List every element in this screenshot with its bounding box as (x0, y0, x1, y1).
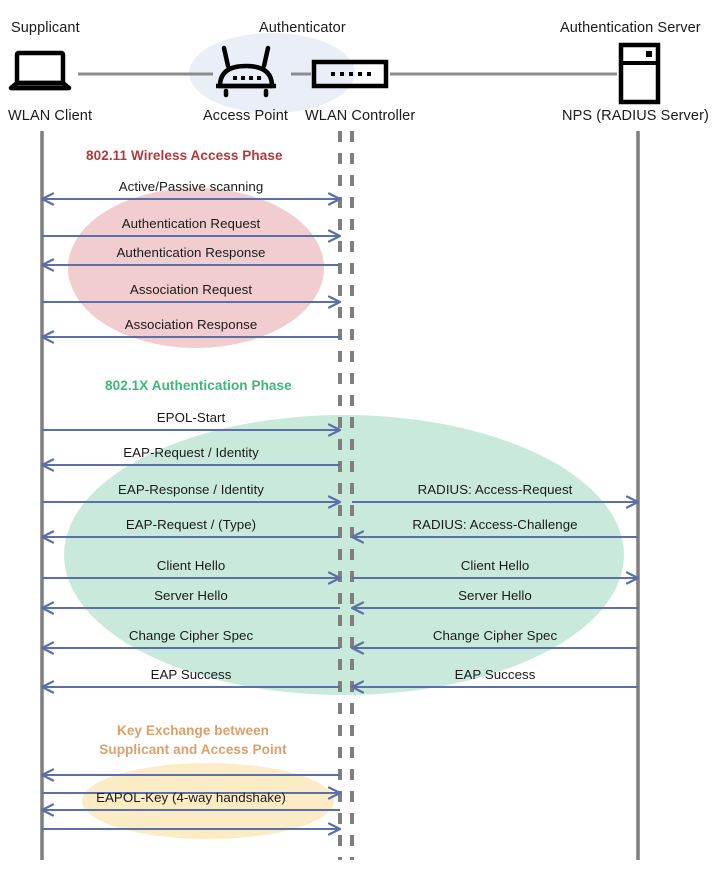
message-label: Association Response (124, 317, 258, 332)
message-arrow (40, 601, 340, 615)
role-caption-nps-radius-server: NPS (RADIUS Server) (562, 108, 709, 124)
message-label: EPOL-Start (156, 410, 226, 425)
message-label: Association Request (129, 282, 253, 297)
wlan-controller-icon (311, 59, 389, 89)
role-caption-wlan-controller: WLAN Controller (305, 108, 416, 124)
message-arrow (40, 330, 340, 344)
message-arrow (42, 571, 342, 585)
message-arrow (350, 680, 638, 694)
message-arrow (40, 192, 342, 206)
wireless-router-icon (216, 45, 276, 98)
phase-key-exchange-ellipse (82, 763, 334, 839)
message-label: RADIUS: Access-Request (417, 482, 573, 497)
message-label: Server Hello (154, 588, 228, 603)
role-title-supplicant: Supplicant (11, 20, 80, 36)
message-arrow (40, 258, 340, 272)
message-arrow (40, 458, 340, 472)
message-arrow (40, 680, 340, 694)
message-label: EAPOL-Key (4-way handshake) (96, 790, 286, 805)
message-label: Change Cipher Spec (128, 628, 254, 643)
message-label: Client Hello (460, 558, 530, 573)
message-label: EAP-Request / (Type) (125, 517, 257, 532)
authenticator-highlight-ellipse (189, 33, 355, 113)
message-arrow (40, 768, 340, 782)
message-arrow (40, 530, 340, 544)
laptop-icon (8, 50, 72, 91)
role-caption-wlan-client: WLAN Client (8, 108, 93, 124)
role-title-authentication-server: Authentication Server (560, 20, 701, 36)
message-arrow (40, 641, 340, 655)
message-label: Server Hello (458, 588, 532, 603)
role-title-authenticator: Authenticator (259, 20, 346, 36)
message-label: RADIUS: Access-Challenge (412, 517, 578, 532)
message-arrow (350, 601, 638, 615)
message-arrow (42, 423, 342, 437)
phase-802-11-ellipse (68, 188, 324, 348)
message-arrow (352, 495, 640, 509)
message-label: EAP-Request / Identity (123, 445, 259, 460)
message-arrow (350, 641, 638, 655)
message-arrow (350, 530, 638, 544)
phase-802-1x-ellipse (64, 415, 624, 695)
phase-label-key-exchange: Key Exchange between Supplicant and Acce… (99, 723, 287, 757)
server-icon (618, 42, 661, 105)
message-arrow (42, 295, 342, 309)
phase-label-802-11: 802.11 Wireless Access Phase (86, 148, 283, 163)
message-label: Authentication Request (121, 216, 261, 231)
message-arrow (42, 822, 342, 836)
message-label: Change Cipher Spec (432, 628, 558, 643)
role-caption-access-point: Access Point (203, 108, 289, 124)
message-label: Client Hello (156, 558, 226, 573)
message-arrow (42, 786, 342, 800)
message-label: EAP-Response / Identity (117, 482, 265, 497)
phase-label-802-1x: 802.1X Authentication Phase (105, 378, 292, 393)
message-arrow (42, 229, 342, 243)
message-label: EAP Success (454, 667, 536, 682)
message-label: EAP Success (150, 667, 232, 682)
message-label: Active/Passive scanning (118, 179, 264, 194)
message-arrow (40, 803, 340, 817)
message-label: Authentication Response (116, 245, 266, 260)
message-arrow (42, 495, 342, 509)
message-arrow (352, 571, 640, 585)
